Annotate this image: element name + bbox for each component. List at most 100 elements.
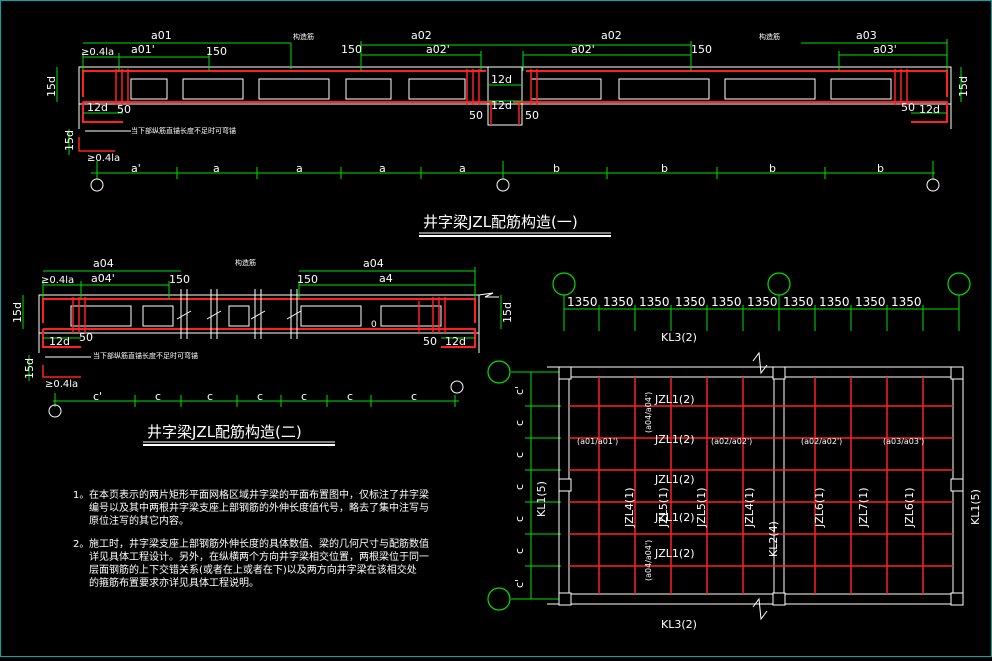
plan-top-dim: 1350	[639, 295, 670, 309]
d2-15d-bottom: 15d	[23, 358, 36, 379]
d2-15d-right: 15d	[501, 302, 514, 323]
d2-a04p: a04'	[91, 272, 115, 285]
plan-labels: KL3(2) KL3(2) KL1(5) KL1(5) KL2(4) JZL1(…	[535, 331, 982, 631]
plan-columns	[558, 366, 964, 606]
d1-12d-right: 12d	[919, 103, 940, 116]
d1-a01p: a01'	[131, 43, 155, 56]
plan-left-dim: c	[513, 548, 526, 554]
detail-1-axis-labels: a' a a a a b b b b	[131, 162, 884, 175]
detail-2-beam	[38, 292, 499, 353]
d1-axis-label: a	[459, 162, 466, 175]
plan-jzl1: JZL1(2)	[654, 473, 695, 486]
detail-1: a01 a01' ≥0.4la 150 构造筋 150 a02 a02' a02…	[45, 29, 970, 237]
d1-axis-label: b	[877, 162, 884, 175]
d2-a4: a4	[379, 272, 393, 285]
plan-left-dim: c	[513, 420, 526, 426]
d2-150-a: 150	[169, 273, 190, 286]
d1-150-b: 150	[341, 43, 362, 56]
d1-axis-label: a	[379, 162, 386, 175]
detail-2-dimensions	[22, 267, 502, 402]
plan-left-dim: c'	[513, 579, 526, 588]
d2-gouzaojin: 构造筋	[235, 258, 256, 267]
d1-150-c: 150	[691, 43, 712, 56]
plan-top-dim: 1350	[603, 295, 634, 309]
d1-axis-label: a	[213, 162, 220, 175]
plan-vert-beam: JZL5(1)	[695, 488, 708, 529]
plan-bay: (a01/a01')	[577, 437, 618, 446]
note-1: 1。在本页表示的两片矩形平面网格区域井字梁的平面布置图中，仅标注了井字梁 编号以…	[73, 489, 473, 528]
plan-rot-label: (a04/a04')	[644, 540, 653, 581]
detail-2-break-marks	[176, 289, 302, 339]
d1-lt04: ≥0.4la	[81, 47, 114, 58]
d2-note-short: 当下部纵筋直锚长度不足时可弯锚	[93, 351, 198, 360]
plan-rot-label: (a04/a04')	[644, 392, 653, 433]
d2-15d-left: 15d	[11, 302, 24, 323]
plan-top-dim: 1350	[855, 295, 886, 309]
d1-a02p-left: a02'	[426, 43, 450, 56]
d1-axis-label: b	[769, 162, 776, 175]
plan-well-beam-grid	[569, 377, 953, 594]
plan-top-dim: 1350	[567, 295, 598, 309]
detail-1-axis-ticks	[96, 161, 934, 179]
detail-2: a04 a04' ≥0.4la 150 构造筋 150 a04 a4 12d 5…	[11, 257, 514, 446]
plan-left-dim-labels: c' c c c c c c'	[513, 386, 526, 588]
plan-jzl1: JZL1(2)	[654, 433, 695, 446]
d1-note-short: 当下部纵筋直锚长度不足时可弯锚	[131, 126, 236, 135]
d2-150-b: 150	[297, 273, 318, 286]
d1-axis-label: a	[296, 162, 303, 175]
plan-vert-beam: JZL7(1)	[857, 488, 870, 529]
d2-axis-label: c	[301, 390, 307, 403]
plan-bay: (a03/a03')	[883, 437, 924, 446]
note-line: 编号以及其中两根井字梁支座上部钢筋的外伸长度值代号，略去了集中注写与	[89, 503, 429, 514]
plan-kl3-bottom: KL3(2)	[661, 618, 697, 631]
d2-lt04-bottom: ≥0.4la	[45, 379, 78, 390]
note-line: 详见具体工程设计。另外，在纵横两个方向井字梁相交位置，两根梁位于同一	[89, 552, 429, 563]
d1-a02p-right: a02'	[571, 43, 595, 56]
d1-axis-label: b	[661, 162, 668, 175]
d1-50-mid-b: 50	[525, 109, 539, 122]
plan-view: 1350 1350 1350 1350 1350 1350 1350 1350 …	[487, 272, 982, 631]
d2-50-left: 50	[79, 331, 93, 344]
plan-top-dim: 1350	[747, 295, 778, 309]
d1-lt04-bottom: ≥0.4la	[87, 153, 120, 164]
d1-50-left: 50	[117, 103, 131, 116]
plan-vert-beam: JZL4(1)	[623, 488, 636, 529]
d1-a03: a03	[856, 29, 877, 42]
d1-50-mid-a: 50	[469, 109, 483, 122]
d2-axis-label: c	[347, 390, 353, 403]
plan-left-dim: c'	[513, 386, 526, 395]
d1-15d-right: 15d	[957, 76, 970, 97]
plan-top-dim: 1350	[711, 295, 742, 309]
detail-1-axis-circles	[90, 178, 940, 192]
d2-axis-label: c'	[93, 390, 102, 403]
d2-12d-right: 12d	[445, 335, 466, 348]
note-line: 的箍筋布置要求亦详见具体工程说明。	[89, 578, 259, 589]
plan-left-dim: c	[513, 484, 526, 490]
plan-kl2: KL2(4)	[767, 521, 780, 557]
plan-bay: (a02/a02')	[801, 437, 842, 446]
plan-kl3-top: KL3(2)	[661, 331, 697, 344]
plan-top-dimensions	[563, 295, 960, 331]
plan-top-dim: 1350	[675, 295, 706, 309]
note-number: 2。	[73, 539, 90, 550]
note-number: 1。	[73, 490, 90, 501]
plan-bay: (a02/a02')	[711, 437, 752, 446]
d1-axis-label: b	[553, 162, 560, 175]
plan-frame-beams	[547, 351, 964, 621]
note-line: 施工时，井字梁支座上部钢筋外伸长度的具体数值、梁的几何尺寸与配筋数值	[89, 539, 429, 550]
d2-lt04: ≥0.4la	[41, 275, 74, 286]
plan-jzl1: JZL1(2)	[654, 393, 695, 406]
d1-12d-left: 12d	[87, 101, 108, 114]
d1-axis-label: a'	[131, 162, 141, 175]
plan-left-dim: c	[513, 452, 526, 458]
plan-jzl1: JZL1(2)	[654, 511, 695, 524]
plan-top-dim-labels: 1350 1350 1350 1350 1350 1350 1350 1350 …	[567, 295, 922, 309]
note-line: 原位注写的其它内容。	[89, 516, 189, 527]
d2-50-right: 50	[423, 335, 437, 348]
d1-gouzaojin-a: 构造筋	[293, 32, 314, 41]
d2-a04-right: a04	[363, 257, 384, 270]
detail-1-beam	[78, 66, 952, 129]
detail-1-dimensions	[56, 39, 962, 174]
plan-top-dim: 1350	[819, 295, 850, 309]
